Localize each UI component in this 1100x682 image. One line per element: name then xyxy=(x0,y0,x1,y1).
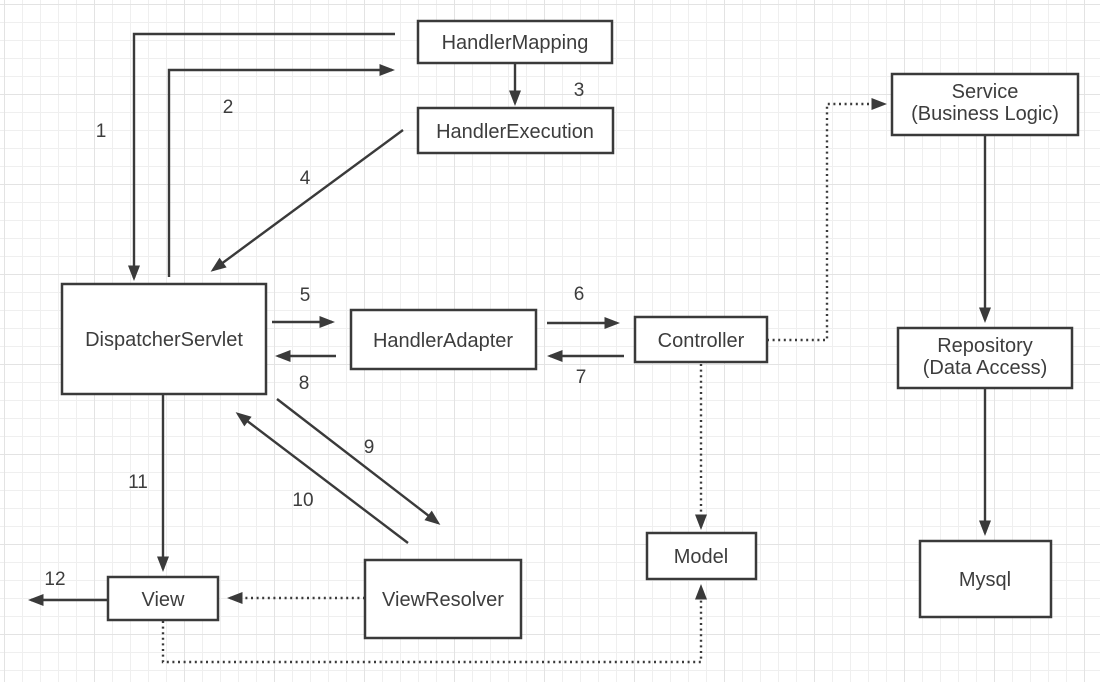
step-label-9: 9 xyxy=(364,437,375,458)
edge-2-dispatcherservlet-to-handlermapping xyxy=(167,64,395,277)
service-label-line1: Service xyxy=(952,81,1019,103)
mysql-box xyxy=(918,539,1053,619)
edge-9-dispatcherservlet-to-viewresolver xyxy=(276,398,441,525)
step-label-1: 1 xyxy=(96,121,107,142)
step-labels-group: 1 2 3 4 5 6 7 8 9 10 11 12 xyxy=(44,80,586,590)
node-handler-execution: HandlerExecution xyxy=(416,106,615,155)
repository-label-line2: (Data Access) xyxy=(923,357,1047,379)
model-label: Model xyxy=(674,546,728,568)
step-label-4: 4 xyxy=(300,168,311,189)
model-box xyxy=(645,531,758,581)
view-resolver-label: ViewResolver xyxy=(382,589,504,611)
step-label-2: 2 xyxy=(223,97,234,118)
handler-execution-box xyxy=(416,106,615,155)
view-label: View xyxy=(142,589,186,611)
node-dispatcher-servlet: DispatcherServlet xyxy=(60,282,268,396)
handler-mapping-box xyxy=(416,19,614,65)
node-view-resolver: ViewResolver xyxy=(363,558,523,640)
nodes-group: HandlerMapping HandlerExecution Dispatch… xyxy=(60,19,1080,640)
view-box xyxy=(106,575,220,622)
service-box xyxy=(890,72,1080,137)
edge-view-to-model-dotted xyxy=(161,584,707,664)
step-label-8: 8 xyxy=(299,373,310,394)
node-mysql: Mysql xyxy=(918,539,1053,619)
edge-1-handlermapping-to-dispatcherservlet xyxy=(128,32,395,281)
node-repository: Repository (Data Access) xyxy=(896,326,1074,390)
dispatcher-servlet-box xyxy=(60,282,268,396)
node-service: Service (Business Logic) xyxy=(890,72,1080,137)
service-label-line2: (Business Logic) xyxy=(911,103,1059,125)
handler-adapter-label: HandlerAdapter xyxy=(373,330,513,352)
controller-box xyxy=(633,315,769,364)
node-controller: Controller xyxy=(633,315,769,364)
repository-box xyxy=(896,326,1074,390)
step-label-10: 10 xyxy=(292,490,313,511)
edges-group xyxy=(28,32,991,664)
view-resolver-box xyxy=(363,558,523,640)
step-label-3: 3 xyxy=(574,80,585,101)
controller-label: Controller xyxy=(658,330,745,352)
node-handler-mapping: HandlerMapping xyxy=(416,19,614,65)
step-label-11: 11 xyxy=(128,472,148,493)
node-model: Model xyxy=(645,531,758,581)
step-label-6: 6 xyxy=(574,284,585,305)
step-label-12: 12 xyxy=(44,569,65,590)
dispatcher-servlet-label: DispatcherServlet xyxy=(85,329,243,351)
handler-mapping-label: HandlerMapping xyxy=(442,32,589,54)
edge-controller-to-service-dotted xyxy=(767,98,887,342)
edge-10-viewresolver-to-dispatcherservlet xyxy=(235,412,409,544)
step-label-5: 5 xyxy=(300,285,311,306)
handler-execution-label: HandlerExecution xyxy=(436,121,594,143)
edge-4-handlerexecution-to-dispatcherservlet xyxy=(210,129,404,272)
node-handler-adapter: HandlerAdapter xyxy=(349,308,538,371)
mysql-label: Mysql xyxy=(959,569,1011,591)
node-view: View xyxy=(106,575,220,622)
handler-adapter-box xyxy=(349,308,538,371)
repository-label-line1: Repository xyxy=(937,335,1033,357)
step-label-7: 7 xyxy=(576,367,587,388)
